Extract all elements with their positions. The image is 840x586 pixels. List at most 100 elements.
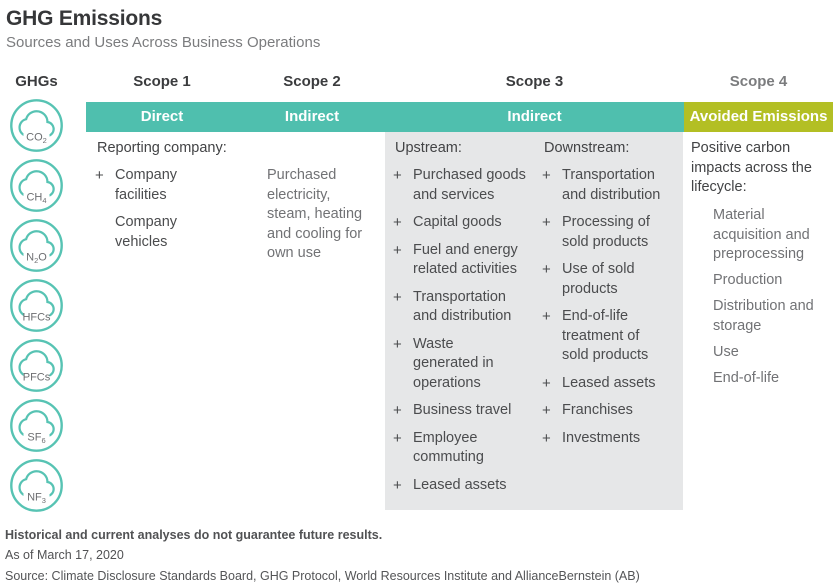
list-item-label: Use xyxy=(713,343,739,360)
scope2-text: Purchased electricity, steam, heating an… xyxy=(267,167,363,261)
list-item-label: Transportation and distribution xyxy=(413,288,512,325)
plus-icon: + xyxy=(542,402,551,419)
list-item: + Fuel and energy related activities xyxy=(393,241,531,280)
sulfur-hexafluoride-cloud-icon: SF6 xyxy=(10,399,63,452)
scope4-header: Scope 4 xyxy=(729,73,788,90)
scope3-downstream-list: + Transportation and distribution + Process… xyxy=(542,166,680,456)
list-item: + Employee commuting xyxy=(393,429,531,468)
plus-icon: + xyxy=(542,429,551,447)
plus-icon: + xyxy=(393,288,402,306)
list-item: + Company facilities xyxy=(95,166,225,205)
plus-icon: + xyxy=(393,167,402,184)
ghg-column-header: GHGs xyxy=(15,73,58,90)
nitrous-oxide-cloud-icon: N2O xyxy=(10,219,63,272)
perfluorocarbons-cloud-icon: PFCs xyxy=(10,339,63,392)
scope4-band-label: Avoided Emissions xyxy=(684,102,833,132)
svg-text:CO2: CO2 xyxy=(26,132,47,146)
scope2-header: Scope 2 xyxy=(283,73,341,90)
list-item: + Business travel xyxy=(393,401,531,421)
list-item: + End-of-life treatment of sold products xyxy=(542,307,680,366)
list-item-label: Company vehicles xyxy=(115,214,178,250)
list-item-label: End-of-life xyxy=(713,369,780,386)
plus-icon: + xyxy=(542,167,551,184)
plus-icon: + xyxy=(393,429,402,447)
source-note: Source: Climate Disclosure Standards Boa… xyxy=(5,569,640,583)
list-item: + Waste generated in operations xyxy=(393,335,531,394)
list-item: + Processing of sold products xyxy=(542,213,680,252)
plus-icon: + xyxy=(393,476,402,494)
methane-cloud-icon: CH4 xyxy=(10,159,63,212)
list-item-label: Investments xyxy=(562,429,641,446)
svg-text:SF6: SF6 xyxy=(27,432,45,446)
list-item: + Transportation and distribution xyxy=(393,288,531,327)
scope1-header: Scope 1 xyxy=(133,73,191,90)
list-item-label: Franchises xyxy=(562,402,633,418)
plus-icon: + xyxy=(542,308,551,325)
list-item: + Leased assets xyxy=(542,374,680,394)
as-of-date: As of March 17, 2020 xyxy=(5,548,124,562)
list-item-label: Material acquisition and preprocessing xyxy=(713,207,810,262)
svg-text:N2O: N2O xyxy=(26,252,47,266)
scope3-downstream-label: Downstream: xyxy=(544,140,630,156)
scope3-upstream-list: + Purchased goods and services + Capital go… xyxy=(393,166,531,503)
svg-text:CH4: CH4 xyxy=(26,192,46,206)
list-item: + Leased assets xyxy=(393,476,531,496)
list-item: Distribution and storage xyxy=(713,297,835,336)
list-item: + Purchased goods and services xyxy=(393,166,531,205)
nitrogen-trifluoride-cloud-icon: NF3 xyxy=(10,459,63,512)
plus-icon: + xyxy=(393,335,402,353)
list-item-label: Capital goods xyxy=(413,214,502,230)
plus-icon: + xyxy=(393,214,402,231)
plus-placeholder xyxy=(95,213,115,252)
list-item: + Capital goods xyxy=(393,213,531,233)
list-item-label: Transportation and distribution xyxy=(562,167,661,203)
list-item-label: Employee commuting xyxy=(413,429,484,466)
list-item-label: Processing of sold products xyxy=(562,214,650,250)
scope3-header: Scope 3 xyxy=(505,73,564,90)
hydrofluorocarbons-cloud-icon: HFCs xyxy=(10,279,63,332)
scope1-intro: Reporting company: xyxy=(97,140,227,156)
list-item-label: Leased assets xyxy=(562,374,656,391)
list-item: End-of-life xyxy=(713,369,835,389)
list-item: + Transportation and distribution xyxy=(542,166,680,205)
plus-icon: + xyxy=(542,214,551,231)
list-item: Material acquisition and preprocessing xyxy=(713,206,835,265)
list-item-label: Business travel xyxy=(413,402,512,418)
list-item: + Franchises xyxy=(542,401,680,421)
plus-icon: + xyxy=(542,374,551,392)
list-item-label: Production xyxy=(713,272,783,288)
plus-icon: + xyxy=(393,241,402,259)
scope2-band-label: Indirect xyxy=(284,108,340,125)
list-item-label: Use of sold products xyxy=(562,261,635,297)
page-subtitle: Sources and Uses Across Business Operati… xyxy=(6,34,321,51)
page-title: GHG Emissions xyxy=(6,7,163,30)
scope3-panel xyxy=(385,132,683,510)
list-item: Use xyxy=(713,343,835,363)
scope3-band-label: Indirect xyxy=(507,108,562,125)
list-item: + Use of sold products xyxy=(542,260,680,299)
list-item-label: Fuel and energy related activities xyxy=(413,241,518,278)
svg-text:NF3: NF3 xyxy=(27,492,46,506)
list-item-label: Distribution and storage xyxy=(713,298,814,334)
plus-icon: + xyxy=(393,402,402,419)
list-item: Production xyxy=(713,271,835,291)
scope1-band-label: Direct xyxy=(140,108,184,125)
carbon-dioxide-cloud-icon: CO2 xyxy=(10,99,63,152)
list-item-label: Purchased goods and services xyxy=(413,167,526,203)
disclaimer-note: Historical and current analyses do not g… xyxy=(5,528,383,542)
svg-text:HFCs: HFCs xyxy=(22,312,51,324)
list-item: + Investments xyxy=(542,429,680,449)
scope3-upstream-label: Upstream: xyxy=(395,140,462,156)
svg-text:PFCs: PFCs xyxy=(23,372,51,384)
list-item-label: End-of-life treatment of sold products xyxy=(562,308,649,363)
direct-indirect-band xyxy=(86,102,684,132)
plus-icon: + xyxy=(542,261,551,278)
list-item-label: Waste generated in operations xyxy=(413,335,494,391)
plus-icon: + xyxy=(95,167,104,184)
list-item-label: Leased assets xyxy=(413,476,507,493)
list-item-label: Company facilities xyxy=(115,167,178,203)
